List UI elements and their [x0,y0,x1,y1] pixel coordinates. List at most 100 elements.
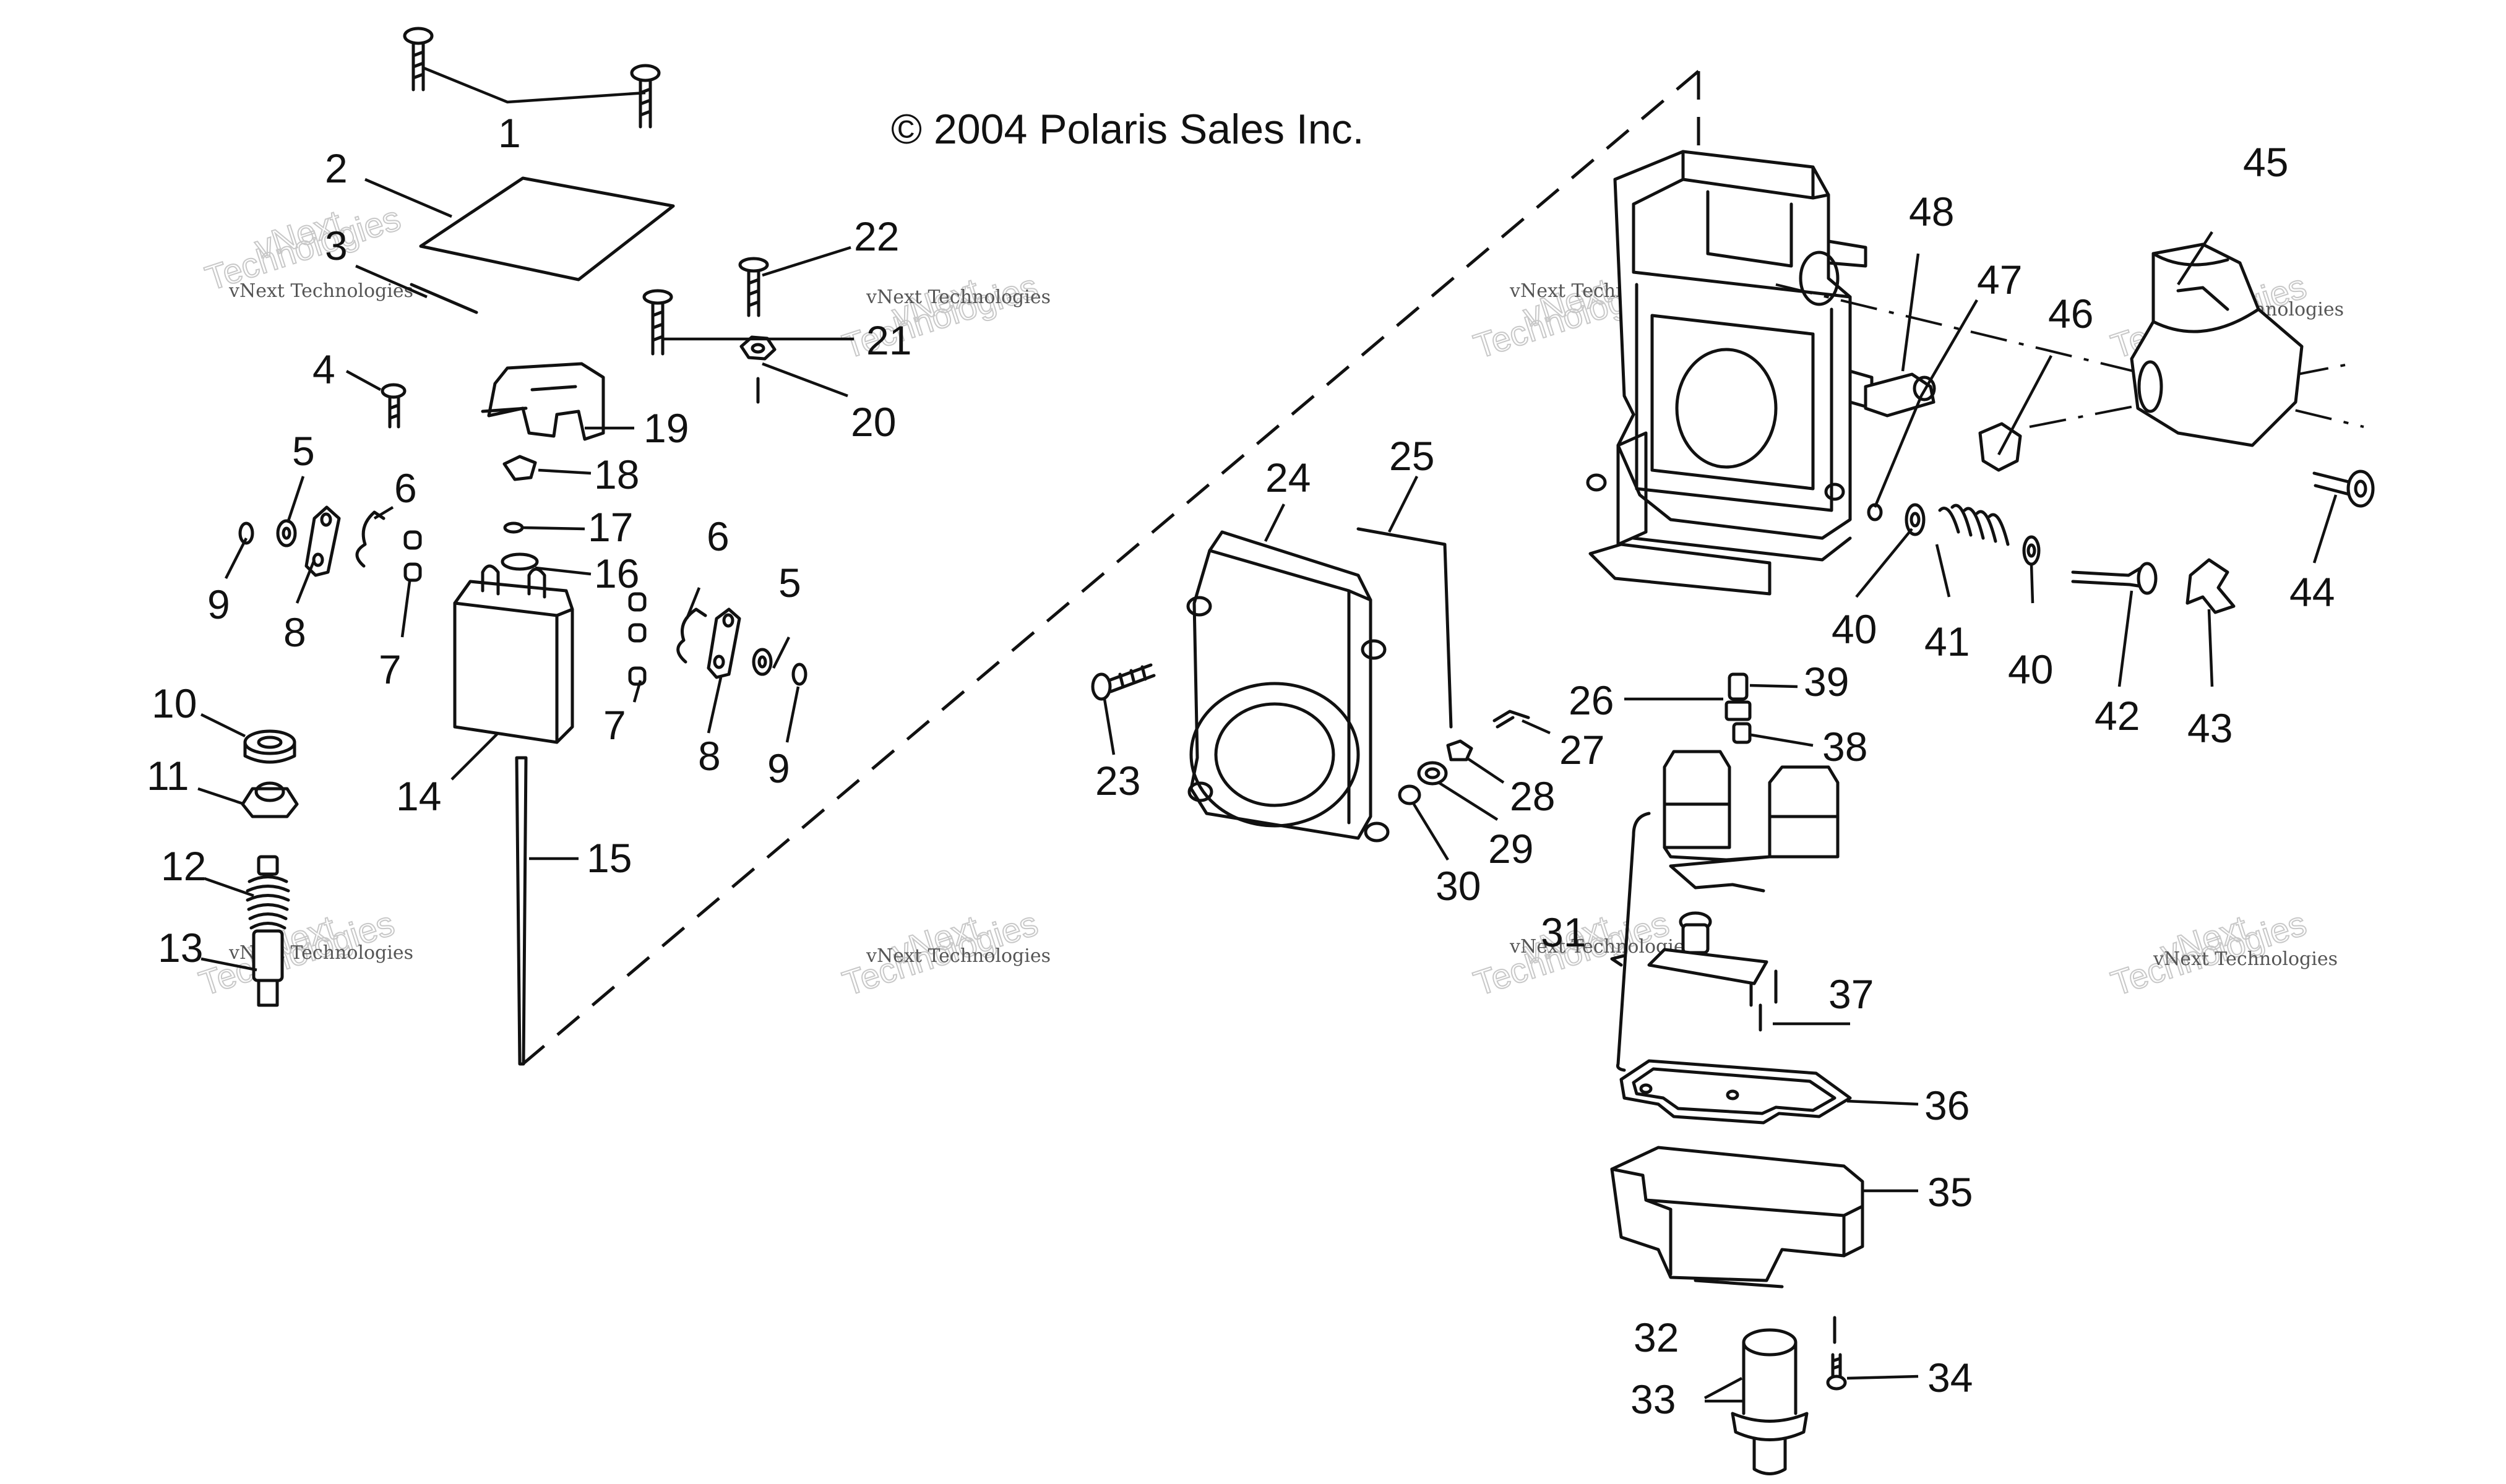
copyright-text: © 2004 Polaris Sales Inc. [891,106,1364,153]
callout-28: 28 [1510,773,1555,819]
callout-12: 12 [161,843,206,889]
callout-29: 29 [1488,826,1533,872]
part-cap-10 [243,729,296,764]
part-screw-22 [738,257,769,317]
callout-26: 26 [1569,677,1614,723]
part-clip-18 [502,455,537,481]
callout-6: 6 [394,465,417,511]
small-parts-right [628,592,807,686]
leader-lines [197,66,2338,1403]
callout-20: 20 [851,399,896,445]
callout-43: 43 [2187,705,2233,751]
callout-44: 44 [2289,569,2335,615]
callout-8: 8 [283,609,306,655]
callout-38: 38 [1822,724,1867,770]
throttle-slide-assembly [238,27,807,1066]
callout-48: 48 [1909,189,1954,234]
part-26-39-jets [1724,672,1752,744]
callout-5b: 5 [778,560,801,606]
watermark: Technologies vNext vNext Technologies [2106,903,2338,1003]
part-wire-3 [410,283,478,314]
callout-21: 21 [866,317,911,363]
small-parts-left [238,505,422,582]
watermark-text: vNext Technologies [866,286,1051,308]
callout-41: 41 [1924,619,1970,664]
callout-19: 19 [644,405,689,451]
callout-31: 31 [1541,909,1586,955]
callout-7b: 7 [603,702,626,748]
part-throttle-slide-14 [453,564,574,744]
part-float-bowl-35 [1610,1146,1864,1289]
callout-45: 45 [2243,139,2288,185]
part-cap-46 [1978,422,2022,472]
part-link-19 [481,362,605,441]
callout-1: 1 [498,110,521,156]
part-screw-44 [2312,470,2375,508]
callout-10: 10 [152,680,197,726]
part-gasket-36 [1619,1059,1852,1125]
watermark: Technologies vNext vNext Technologies [194,903,413,1003]
part-nut-11 [241,781,299,818]
callout-40: 40 [1832,606,1877,652]
callout-18: 18 [594,452,639,497]
callout-22: 22 [854,213,899,259]
callout-23: 23 [1095,758,1140,804]
callout-33: 33 [1630,1376,1676,1422]
callout-42: 42 [2095,693,2140,739]
part-washer-17 [503,521,524,534]
callout-17: 17 [588,504,633,550]
part-nut-20 [739,335,777,404]
callout-40b: 40 [2008,646,2053,692]
part-carburetor-body [1586,150,1874,596]
watermark: Technologies vNext vNext Technologies [837,903,1051,1003]
watermark: Technologies vNext vNext Technologies [200,197,413,302]
watermark-text: vNext Technologies [2153,948,2338,970]
callout-32: 32 [1634,1315,1679,1360]
callout-16: 16 [594,551,639,596]
callout-35: 35 [1927,1169,1973,1215]
part-pivot-37 [1647,911,1778,1032]
callout-14: 14 [396,773,441,819]
bracket-31 [1610,812,1651,1072]
part-screw-34 [1826,1316,1847,1391]
callout-37: 37 [1828,971,1874,1017]
callout-3: 3 [325,223,348,268]
part-cable-25 [1356,527,1453,729]
part-screw-1 [403,27,661,129]
callout-13: 13 [158,925,203,971]
watermark-text: vNext Technologies [228,280,413,302]
callout-2: 2 [325,145,348,191]
part-float-31 [1663,750,1840,893]
callout-24: 24 [1265,455,1311,500]
callout-47: 47 [1977,257,2022,302]
callout-7: 7 [379,646,402,692]
part-flange-24 [1186,530,1390,843]
part-knob-43 [2185,558,2236,614]
callout-4: 4 [312,346,335,392]
callout-9b: 9 [767,745,790,791]
callout-46: 46 [2048,291,2093,337]
part-choke-lever-45 [2130,242,2304,447]
callout-6b: 6 [707,513,730,559]
part-needle-15 [515,756,528,1066]
callout-27: 27 [1559,727,1604,773]
callout-11: 11 [147,753,189,799]
assembly-divider-dashed-line [522,70,1700,1065]
callout-30: 30 [1436,863,1481,909]
callout-34: 34 [1927,1355,1973,1400]
callout-5: 5 [292,428,315,474]
callout-15: 15 [587,835,632,881]
watermark-text: vNext Technologies [866,945,1051,967]
callout-labels: 1 2 3 4 5 6 7 8 9 10 11 12 13 14 15 16 1… [147,110,2335,1422]
part-jet-12-13 [246,855,290,1007]
callout-39: 39 [1804,659,1849,705]
part-screw-21 [642,289,673,356]
callout-36: 36 [1924,1083,1970,1128]
part-screw-23 [1091,663,1156,701]
callout-8b: 8 [698,733,721,779]
part-needle-42 [2071,562,2158,595]
small-parts-26-30 [1398,710,1530,805]
part-plate-16 [501,552,539,571]
part-spring-41 [1905,503,2041,566]
